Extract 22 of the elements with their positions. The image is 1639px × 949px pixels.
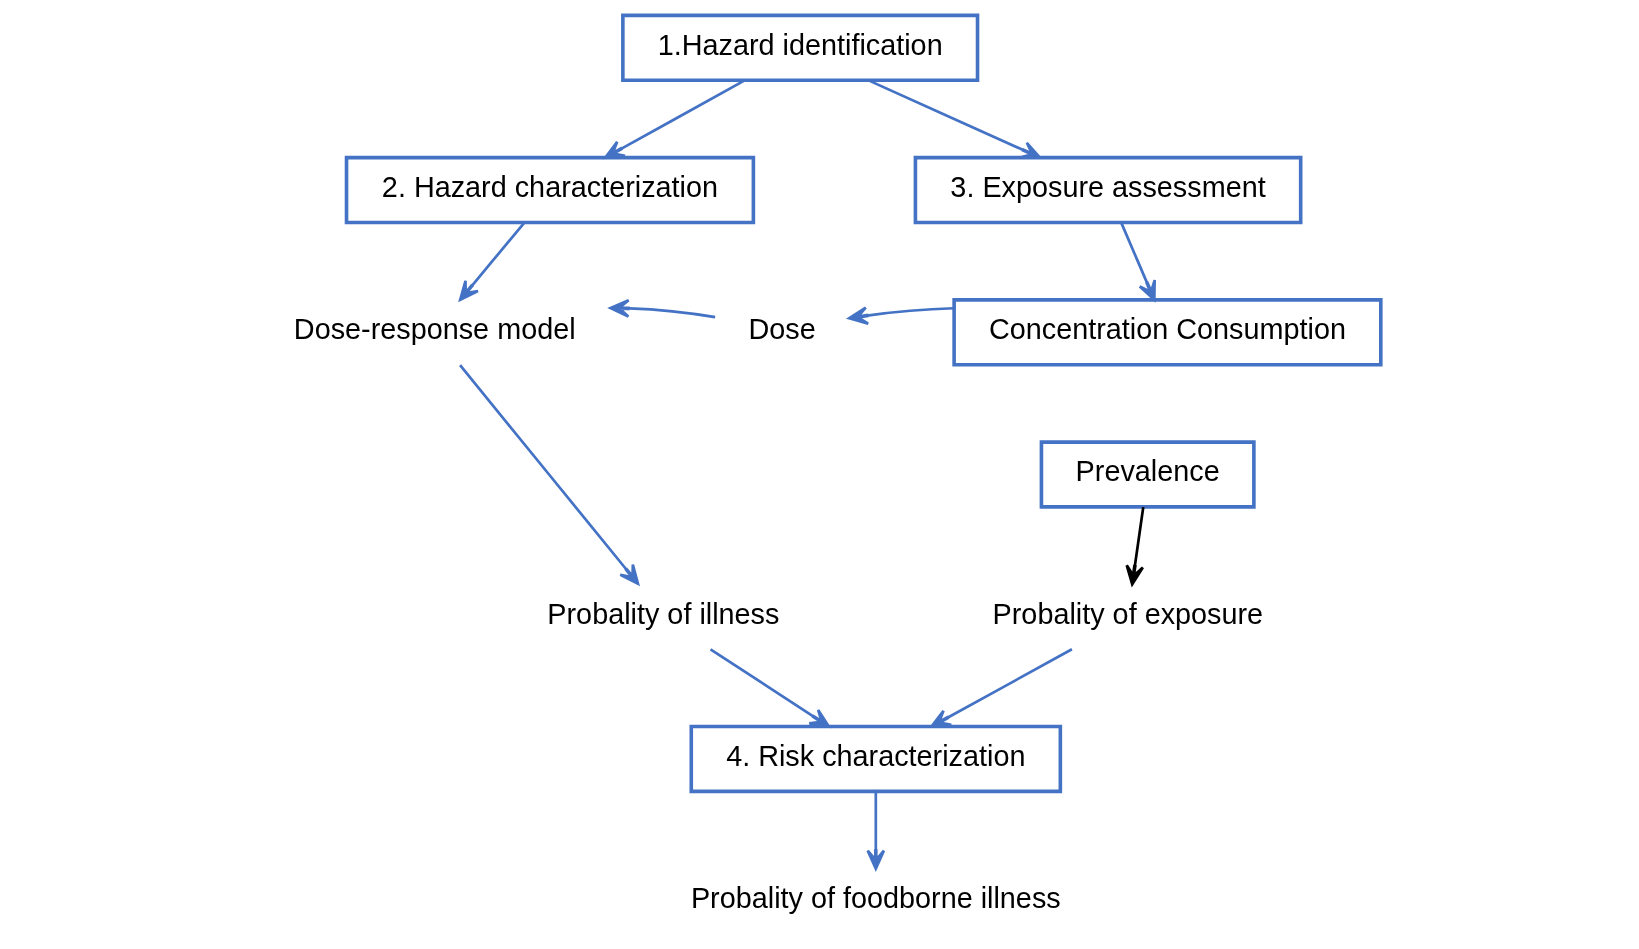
node-box: Concentration Consumption xyxy=(951,298,1383,367)
node-box: 1.Hazard identification xyxy=(620,13,979,83)
node-box: 4. Risk characterization xyxy=(689,724,1062,794)
arrow xyxy=(929,648,1073,728)
arrow xyxy=(608,298,715,319)
arrow xyxy=(709,648,830,728)
arrow xyxy=(847,306,954,325)
node-box: Prevalence xyxy=(1039,440,1256,509)
node-text: Probality of illness xyxy=(546,597,779,630)
node-box: 3. Exposure assessment xyxy=(913,155,1302,225)
arrow xyxy=(1124,506,1145,586)
arrow xyxy=(1119,222,1156,302)
arrow xyxy=(867,79,1041,159)
node-box: 2. Hazard characterization xyxy=(344,155,755,225)
node-text: Dose-response model xyxy=(293,313,576,346)
node-text: Dose xyxy=(748,313,816,346)
arrow xyxy=(458,221,525,302)
arrow xyxy=(458,364,639,585)
node-text: Probality of exposure xyxy=(992,597,1263,630)
arrow xyxy=(865,791,885,871)
node-text: Probality of foodborne illness xyxy=(690,882,1061,915)
arrow xyxy=(603,79,745,159)
